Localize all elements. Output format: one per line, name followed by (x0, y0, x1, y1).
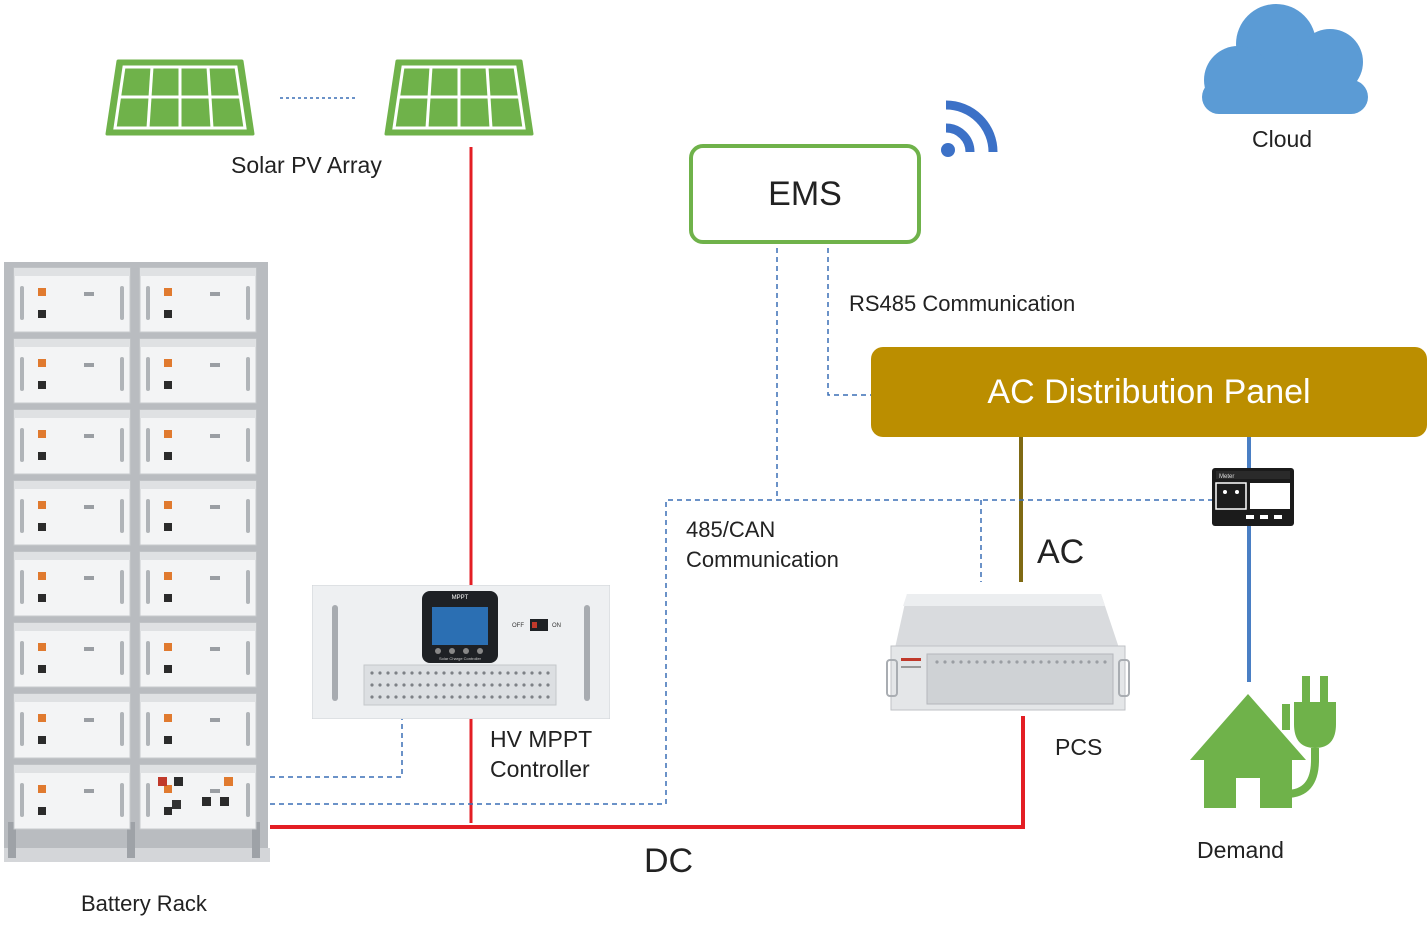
battery-module (139, 267, 257, 333)
hv-mppt-label-line2: Controller (490, 756, 590, 782)
battery-module (139, 480, 257, 546)
mppt-comm-line (270, 716, 403, 778)
can-comm-label-line1: 485/CAN (686, 517, 776, 542)
meter-caption: Meter (1219, 474, 1234, 480)
dc-label: DC (644, 842, 694, 880)
battery-module (139, 693, 257, 759)
battery-module (139, 338, 257, 404)
battery-module (139, 551, 257, 617)
battery-modules (13, 267, 257, 830)
hv-mppt-label-line1: HV MPPT (490, 726, 593, 752)
battery-module (139, 764, 257, 830)
ems-label: EMS (768, 174, 842, 213)
rs485-label: RS485 Communication (849, 291, 1076, 316)
battery-module (13, 480, 131, 546)
battery-module (13, 764, 131, 830)
battery-module (13, 622, 131, 688)
mppt-off-label: OFF (512, 623, 524, 629)
ac-distribution-panel: AC Distribution Panel (871, 347, 1427, 437)
battery-module (13, 693, 131, 759)
mppt-on-label: ON (552, 623, 561, 629)
battery-module (13, 409, 131, 475)
battery-rack-label: Battery Rack (81, 891, 207, 916)
can-comm-label-line2: Communication (686, 547, 839, 572)
cloud-label: Cloud (1252, 126, 1313, 152)
mppt-screen-title: MPPT (452, 595, 469, 601)
battery-rack-icon (4, 262, 270, 862)
rs485-line (827, 248, 871, 396)
pcs-label: PCS (1055, 734, 1103, 760)
battery-module (13, 551, 131, 617)
solar-pv-array-label: Solar PV Array (231, 152, 382, 178)
ac-panel-label: AC Distribution Panel (987, 372, 1311, 411)
mppt-controller-icon: MPPT Solar Charge Controller OFF ON (312, 585, 610, 719)
battery-module (13, 267, 131, 333)
can-line (270, 499, 1213, 805)
communication-lines (270, 248, 1213, 805)
pcs-unit-icon (886, 594, 1130, 711)
battery-module (139, 409, 257, 475)
demand-label: Demand (1197, 837, 1284, 863)
bms-controller (158, 777, 233, 809)
battery-module (13, 338, 131, 404)
meter-icon: Meter (1212, 468, 1294, 526)
ac-label: AC (1037, 533, 1085, 571)
solar-panel-icon (384, 59, 534, 136)
cloud-icon (1202, 4, 1368, 114)
dc-bus-line (270, 716, 1025, 829)
house-plug-icon (1190, 676, 1336, 808)
battery-module (139, 622, 257, 688)
mppt-caption: Solar Charge Controller (439, 656, 482, 661)
solar-panel-icon (105, 59, 255, 136)
wifi-icon (941, 100, 998, 157)
ems-box: EMS (689, 144, 921, 244)
